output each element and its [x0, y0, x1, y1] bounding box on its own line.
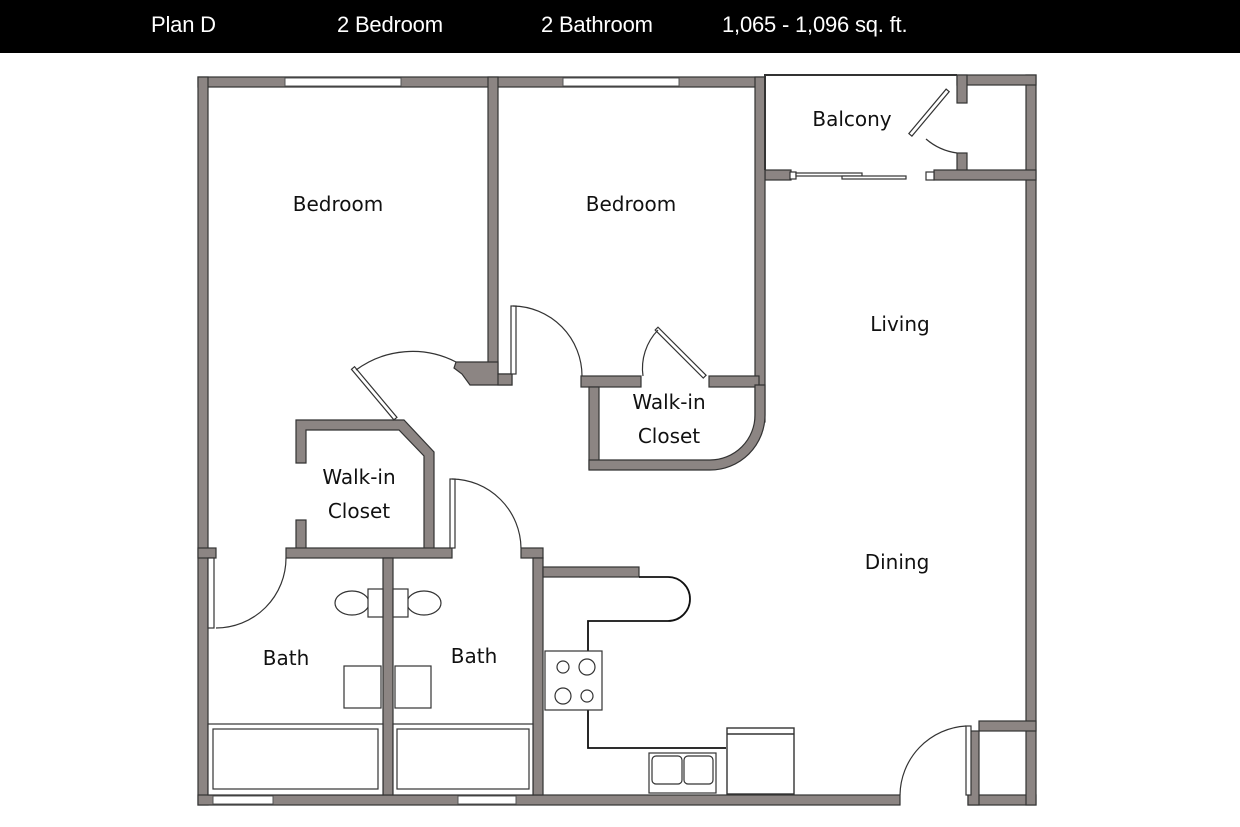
- kitchen-counter: [587, 576, 726, 749]
- bedroom-count: 2 Bedroom: [337, 12, 443, 37]
- room-label-bedroom-right: Bedroom: [586, 192, 676, 216]
- balcony-outline: [764, 74, 957, 170]
- room-label-bath-left: Bath: [263, 646, 310, 670]
- room-label-balcony: Balcony: [812, 107, 891, 131]
- room-label-walkin-right-1: Walk-in: [632, 390, 705, 414]
- room-label-walkin-right-2: Closet: [638, 424, 700, 448]
- bath-fixtures: [207, 588, 534, 796]
- room-label-walkin-left-1: Walk-in: [322, 465, 395, 489]
- room-label-walkin-left-2: Closet: [328, 499, 390, 523]
- plan-name: Plan D: [151, 12, 216, 37]
- room-label-dining: Dining: [865, 550, 930, 574]
- plan-header-bar: Plan D 2 Bedroom 2 Bathroom 1,065 - 1,09…: [0, 0, 1240, 53]
- room-label-living: Living: [870, 312, 929, 336]
- kitchen-sink: [648, 752, 717, 794]
- walls: [197, 74, 1037, 806]
- windows: [212, 77, 680, 805]
- bathroom-count: 2 Bathroom: [541, 12, 653, 37]
- stove: [544, 650, 603, 711]
- refrigerator: [726, 727, 795, 795]
- doors: [207, 88, 972, 796]
- room-label-bath-right: Bath: [451, 644, 498, 668]
- square-footage: 1,065 - 1,096 sq. ft.: [722, 12, 908, 37]
- room-label-bedroom-left: Bedroom: [293, 192, 383, 216]
